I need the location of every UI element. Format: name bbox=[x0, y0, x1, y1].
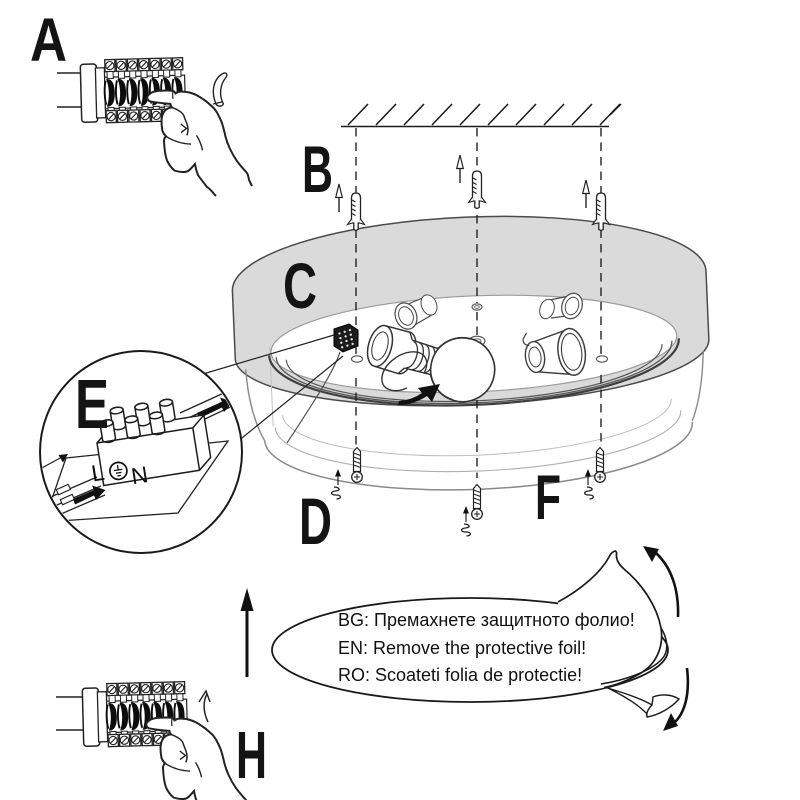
svg-text:D: D bbox=[299, 484, 332, 558]
svg-text:B: B bbox=[302, 132, 333, 206]
svg-text:L: L bbox=[89, 459, 106, 487]
svg-text:E: E bbox=[75, 365, 109, 443]
svg-text:EN: Remove the protective foil: EN: Remove the protective foil! bbox=[338, 638, 586, 658]
svg-text:F: F bbox=[535, 463, 561, 533]
svg-text:N: N bbox=[129, 461, 149, 489]
svg-text:C: C bbox=[283, 250, 317, 322]
svg-text:H: H bbox=[236, 718, 267, 793]
svg-text:A: A bbox=[30, 6, 67, 74]
svg-text:RO: Scoateti folia de protecti: RO: Scoateti folia de protectie! bbox=[338, 665, 582, 685]
svg-text:BG: Премахнете защитното фолио: BG: Премахнете защитното фолио! bbox=[338, 610, 635, 630]
